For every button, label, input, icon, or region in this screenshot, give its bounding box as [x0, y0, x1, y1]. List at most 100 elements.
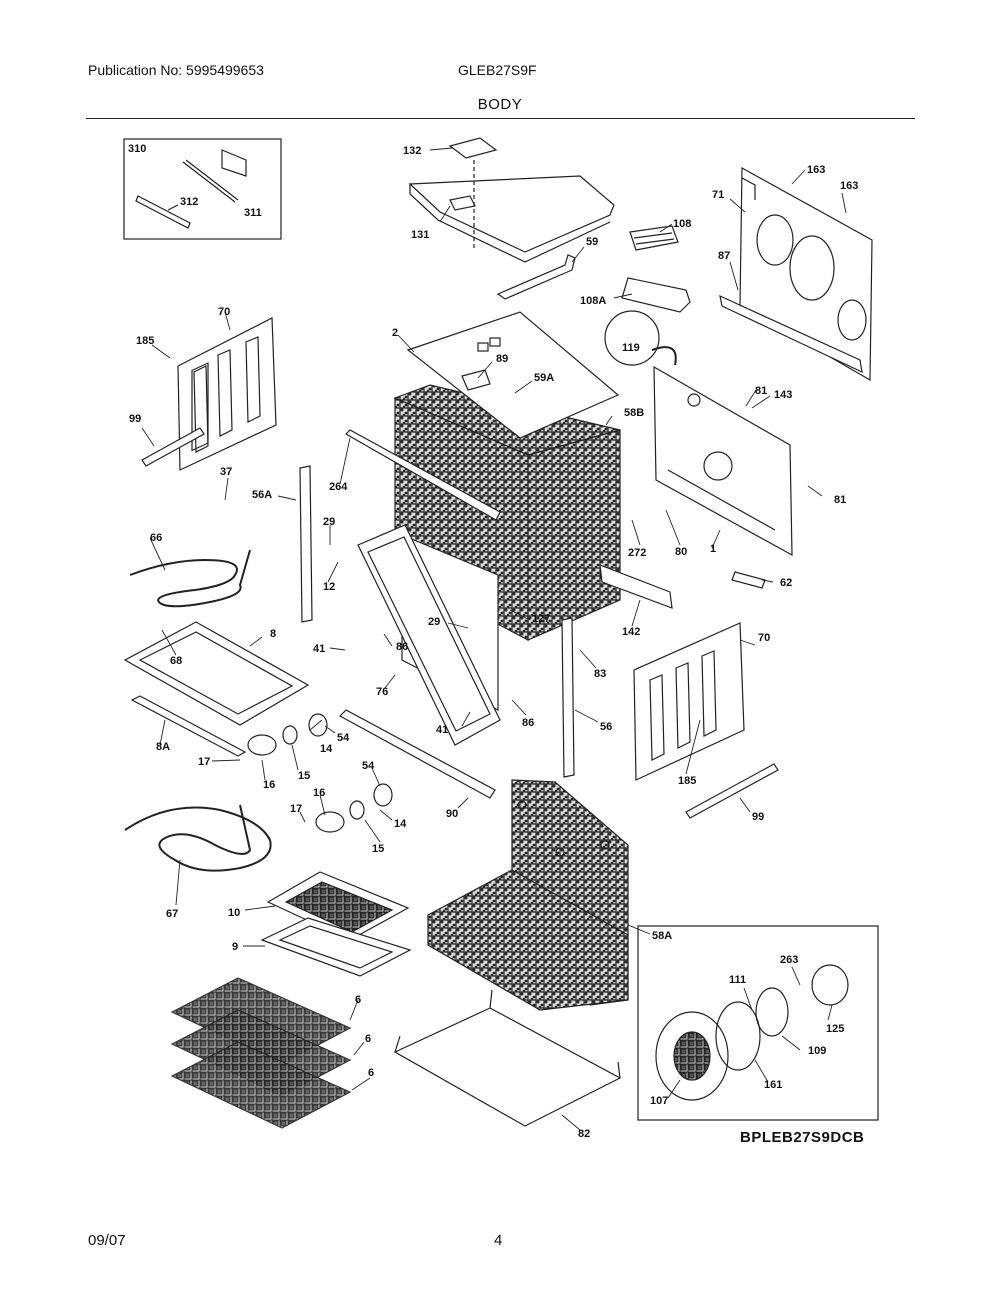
callout-86b: 86: [522, 717, 534, 729]
callout-99b: 99: [752, 811, 764, 823]
door-frame-76: [357, 524, 501, 746]
callout-12: 12: [323, 581, 335, 593]
callout-108: 108: [673, 218, 691, 230]
tube-59: [496, 254, 576, 300]
broil-grid-10: [266, 871, 410, 941]
callout-263: 263: [780, 954, 798, 966]
callout-264: 264: [329, 481, 348, 493]
callout-54b: 54: [362, 760, 375, 772]
callout-81a: 81: [755, 385, 767, 397]
callout-54a: 54: [337, 732, 350, 744]
callout-185b: 185: [678, 775, 696, 787]
callout-70a: 70: [218, 306, 230, 318]
callout-14b: 14: [394, 818, 407, 830]
callout-58b: 58B: [624, 407, 644, 419]
callout-89: 89: [496, 353, 508, 365]
switch-108: [629, 225, 679, 251]
callout-272: 272: [628, 547, 646, 559]
callout-132: 132: [403, 145, 421, 157]
callout-9: 9: [232, 941, 238, 953]
page-number: 4: [494, 1232, 503, 1249]
callout-6a: 6: [355, 994, 361, 1006]
broil-pan-9: [260, 917, 412, 977]
callout-108a: 108A: [580, 295, 606, 307]
callout-41a: 41: [313, 643, 325, 655]
bracket-108a: [621, 277, 691, 313]
terminal-62: [731, 571, 766, 589]
callout-17b: 17: [290, 803, 302, 815]
lamp-assembly-upper: [247, 713, 328, 756]
detail-119: [604, 310, 660, 366]
insulation-58a: [427, 779, 629, 1011]
callout-67: 67: [166, 908, 178, 920]
callout-163b: 163: [840, 180, 858, 192]
leader-lines: [141, 147, 847, 1131]
callout-15a: 15: [298, 770, 310, 782]
callout-15b: 15: [372, 843, 384, 855]
callout-6b: 6: [365, 1033, 371, 1045]
callout-1: 1: [710, 543, 716, 555]
convection-fan-inset: [637, 925, 879, 1121]
callout-83: 83: [594, 668, 606, 680]
callout-109: 109: [808, 1045, 826, 1057]
model-number: GLEB27S9F: [458, 62, 537, 78]
callout-58a: 58A: [652, 930, 672, 942]
callout-41b: 41: [436, 724, 448, 736]
callout-311: 311: [244, 207, 262, 219]
callout-161: 161: [764, 1079, 782, 1091]
callout-59a: 59A: [534, 372, 554, 384]
diagram-code: BPLEB27S9DCB: [740, 1129, 865, 1146]
inset-box-310: [123, 138, 282, 240]
section-title: BODY: [477, 96, 523, 113]
trim-8a: [130, 695, 247, 757]
callout-310: 310: [128, 143, 146, 155]
rear-panel-71: [739, 166, 873, 382]
callout-2: 2: [392, 327, 398, 339]
header-rule: [86, 118, 915, 119]
bracket-99-left: [141, 427, 205, 467]
part-132: [448, 137, 498, 159]
callout-8a: 8A: [156, 741, 170, 753]
oven-bottom-82: [393, 989, 622, 1127]
callout-143: 143: [774, 389, 792, 401]
oven-racks-6: [170, 977, 352, 1129]
callout-68: 68: [170, 655, 182, 667]
bracket-142: [599, 564, 673, 609]
callout-111: 111: [729, 974, 746, 986]
callout-16b: 16: [313, 787, 325, 799]
callout-125: 125: [826, 1023, 844, 1035]
bracket-99-right: [685, 763, 779, 819]
bar-90: [339, 709, 496, 799]
callout-71: 71: [712, 189, 724, 201]
callout-10: 10: [228, 907, 240, 919]
strip-83: [561, 617, 575, 778]
callouts: 310 312 311 132 131 59 108 108A 163 163 …: [128, 143, 858, 1140]
callout-312: 312: [180, 196, 198, 208]
callout-8: 8: [270, 628, 276, 640]
strip-56a: [299, 465, 313, 623]
rail-264: [345, 429, 501, 521]
callout-17a: 17: [198, 756, 210, 768]
callout-66: 66: [150, 532, 162, 544]
side-panel-70-right: [633, 622, 745, 781]
footer-date: 09/07: [88, 1232, 126, 1249]
callout-29a: 29: [323, 516, 335, 528]
callout-70b: 70: [758, 632, 770, 644]
drip-tray-8: [123, 621, 310, 726]
callout-131: 131: [411, 229, 429, 241]
callout-185a: 185: [136, 335, 154, 347]
body-top-2: [406, 311, 620, 439]
callout-76: 76: [376, 686, 388, 698]
callout-16a: 16: [263, 779, 275, 791]
callout-56a: 56A: [252, 489, 272, 501]
callout-81b: 81: [834, 494, 846, 506]
callout-99a: 99: [129, 413, 141, 425]
callout-80: 80: [675, 546, 687, 558]
callout-107: 107: [650, 1095, 668, 1107]
callout-119: 119: [622, 342, 640, 354]
callout-37: 37: [220, 466, 232, 478]
callout-6c: 6: [368, 1067, 374, 1079]
callout-14a: 14: [320, 743, 333, 755]
bake-element-66: [129, 549, 251, 608]
